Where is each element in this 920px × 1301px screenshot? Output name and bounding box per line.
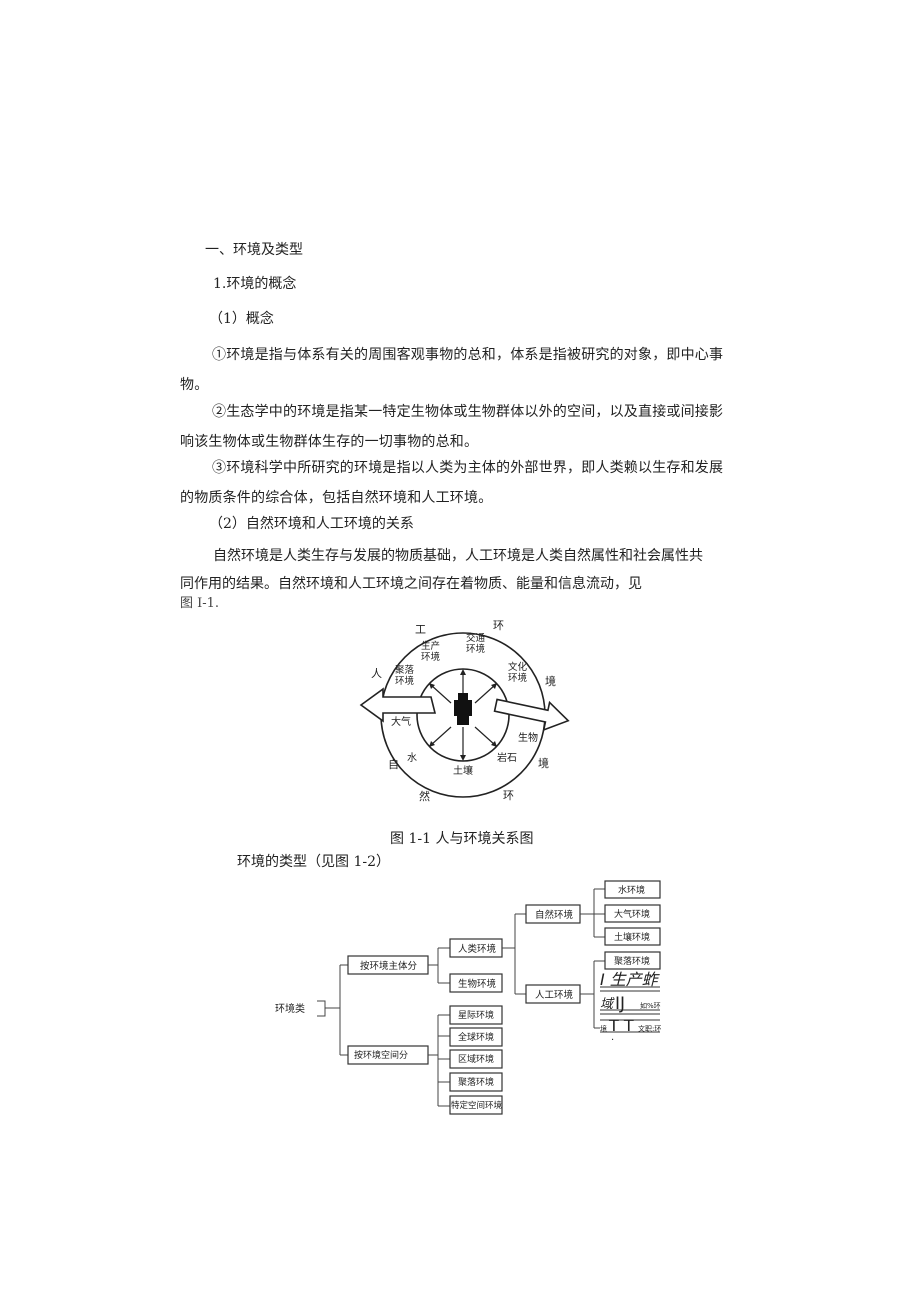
ring-label: 自 bbox=[388, 758, 399, 771]
garbled-text: T T bbox=[608, 1016, 634, 1035]
section-heading: 一、环境及类型 bbox=[205, 242, 303, 258]
node-water-env: 水环境 bbox=[618, 884, 645, 896]
ring-label: 然 bbox=[419, 789, 430, 803]
node-space-child: 特定空间环境 bbox=[451, 1100, 503, 1111]
node-soil-env: 土壤环境 bbox=[614, 931, 650, 943]
node-space-child: 全球环境 bbox=[458, 1031, 494, 1043]
node-space-child: 星际环境 bbox=[458, 1009, 494, 1021]
types-intro: 环境的类型（见图 1-2） bbox=[237, 854, 390, 870]
natural-item: 生物 bbox=[518, 731, 538, 744]
relation-heading: （2）自然环境和人工环境的关系 bbox=[209, 516, 414, 532]
artificial-item: 生产 bbox=[421, 640, 440, 652]
node-natural-env: 自然环境 bbox=[535, 909, 574, 921]
garbled-text: . bbox=[611, 1032, 614, 1043]
artificial-item: 聚落 bbox=[395, 664, 415, 676]
figure-1-2-tree-diagram: 环境类 按环境主体分 人类环境 生物环境 自然环境 人工环境 水环境 大气环境 … bbox=[275, 880, 661, 1115]
garbled-text: IJ bbox=[615, 994, 625, 1014]
tree-root-label: 环境类 bbox=[275, 1002, 305, 1015]
subsection-heading: 1.环境的概念 bbox=[213, 276, 297, 292]
artificial-item: 环境 bbox=[508, 672, 528, 684]
artificial-item: 环境 bbox=[421, 651, 441, 663]
node-air-env: 大气环境 bbox=[614, 908, 650, 920]
node-space-child: 区域环境 bbox=[458, 1053, 494, 1065]
garbled-text: I 生产蚱 bbox=[600, 970, 661, 989]
natural-item: 岩石 bbox=[497, 751, 517, 764]
garbled-text: 文职:环 bbox=[638, 1024, 661, 1033]
node-bio-env: 生物环境 bbox=[458, 978, 497, 990]
ring-label: 人 bbox=[371, 667, 382, 680]
natural-item: 大气 bbox=[391, 715, 411, 728]
node-artificial-env: 人工环境 bbox=[535, 989, 574, 1001]
branch-space: 按环境空间分 bbox=[354, 1049, 408, 1061]
human-figure-icon bbox=[454, 693, 472, 725]
ring-label: 环 bbox=[493, 619, 504, 632]
artificial-item: 环境 bbox=[466, 643, 486, 655]
paragraph-2: ②生态学中的环境是指某一特定生物体或生物群体以外的空间，以及直接或间接影响该生物… bbox=[180, 404, 724, 450]
figure-1-1-caption: 图 1-1 人与环境关系图 bbox=[390, 831, 534, 847]
ring-label: 工 bbox=[415, 623, 426, 636]
natural-item: 水 bbox=[407, 752, 417, 764]
ring-label: 环 bbox=[503, 789, 514, 802]
artificial-item: 交通 bbox=[466, 632, 486, 644]
paragraph-4-line-3: 图 I-1. bbox=[180, 596, 220, 611]
garbled-text: 境 bbox=[600, 1024, 607, 1033]
ring-label: 境 bbox=[545, 674, 556, 688]
branch-subject: 按环境主体分 bbox=[360, 960, 418, 972]
concept-heading: （1）概念 bbox=[209, 311, 274, 327]
garbled-ocr-region: I 生产蚱 域 IJ 如%环 境 T T 文职:环 . bbox=[600, 970, 661, 1043]
paragraph-1: ①环境是指与体系有关的周围客观事物的总和，体系是指被研究的对象，即中心事物。 bbox=[180, 347, 724, 393]
garbled-text: 如%环 bbox=[640, 1001, 661, 1010]
paragraph-3: ③环境科学中所研究的环境是指以人类为主体的外部世界，即人类赖以生存和发展的物质条… bbox=[180, 460, 724, 506]
node-settlement-env: 聚落环境 bbox=[614, 955, 650, 967]
paragraph-4-line-2: 同作用的结果。自然环境和人工环境之间存在着物质、能量和信息流动，见 bbox=[180, 576, 642, 592]
garbled-text: 域 bbox=[600, 997, 615, 1012]
node-space-child: 聚落环境 bbox=[458, 1076, 494, 1088]
ring-label: 境 bbox=[538, 756, 549, 770]
natural-item: 土壤 bbox=[453, 764, 473, 777]
artificial-item: 环境 bbox=[395, 675, 415, 687]
artificial-item: 文化 bbox=[508, 661, 528, 673]
node-human-env: 人类环境 bbox=[458, 943, 497, 955]
figure-1-1-diagram: 人 工 环 境 自 然 环 境 聚落 环境 生产 环境 交通 环境 文化 环境 … bbox=[359, 619, 570, 803]
paragraph-4-line-1: 自然环境是人类生存与发展的物质基础，人工环境是人类自然属性和社会属性共 bbox=[213, 548, 703, 564]
